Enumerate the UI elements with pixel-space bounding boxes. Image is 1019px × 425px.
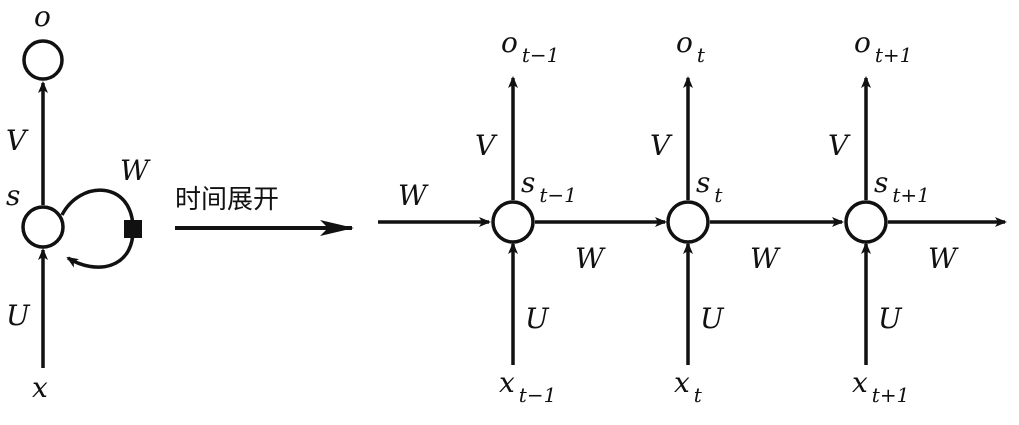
- input-label-subscript: t−1: [519, 383, 557, 407]
- unfold-label: 时间展开: [175, 185, 279, 215]
- w-label: W: [750, 242, 781, 275]
- output-label-base: o: [676, 26, 693, 59]
- u-label-base: U: [700, 302, 725, 335]
- w-label: W: [120, 154, 151, 187]
- output-label-subscript: t: [697, 43, 706, 67]
- w-label: W: [928, 242, 959, 275]
- u-label: U: [525, 302, 550, 335]
- v-label-base: V: [828, 129, 851, 162]
- output-label: o: [34, 0, 51, 33]
- u-label-base: U: [525, 302, 550, 335]
- output-node: [22, 39, 64, 81]
- state-node: [844, 200, 888, 244]
- v-label: V: [828, 129, 851, 162]
- v-label-base: V: [475, 129, 498, 162]
- output-label-subscript: t+1: [875, 43, 913, 67]
- v-label: V: [650, 129, 673, 162]
- w-label-base: W: [928, 242, 959, 275]
- output-label-base: o: [854, 26, 871, 59]
- w-label-base: W: [750, 242, 781, 275]
- v-label: V: [6, 124, 29, 157]
- u-label: U: [700, 302, 725, 335]
- incoming-w-label: W: [398, 179, 429, 212]
- input-label: x: [32, 371, 48, 404]
- u-label: U: [6, 299, 31, 332]
- state-label: s: [6, 179, 20, 212]
- w-label: W: [575, 242, 606, 275]
- state-label-subscript: t: [714, 183, 723, 207]
- v-label-base: V: [650, 129, 673, 162]
- recurrent-loop: [60, 188, 135, 269]
- delay-square: [124, 220, 142, 238]
- state-label-subscript: t−1: [539, 183, 577, 207]
- state-label-base: s: [874, 166, 888, 199]
- state-label-subscript: t+1: [892, 183, 930, 207]
- state-node: [21, 205, 65, 249]
- input-label-subscript: t: [694, 383, 703, 407]
- w-label-base: W: [575, 242, 606, 275]
- input-label-subscript: t+1: [872, 383, 910, 407]
- u-label: U: [878, 302, 903, 335]
- u-label-base: U: [878, 302, 903, 335]
- state-node: [666, 200, 710, 244]
- state-label-base: s: [521, 166, 535, 199]
- v-label: V: [475, 129, 498, 162]
- input-label-base: x: [674, 366, 690, 399]
- folded-rnn: o V s W U x: [6, 0, 151, 404]
- state-label-base: s: [696, 166, 710, 199]
- input-label-base: x: [499, 366, 515, 399]
- input-label-base: x: [852, 366, 868, 399]
- state-node: [491, 200, 535, 244]
- output-label-subscript: t−1: [522, 43, 560, 67]
- output-label-base: o: [501, 26, 518, 59]
